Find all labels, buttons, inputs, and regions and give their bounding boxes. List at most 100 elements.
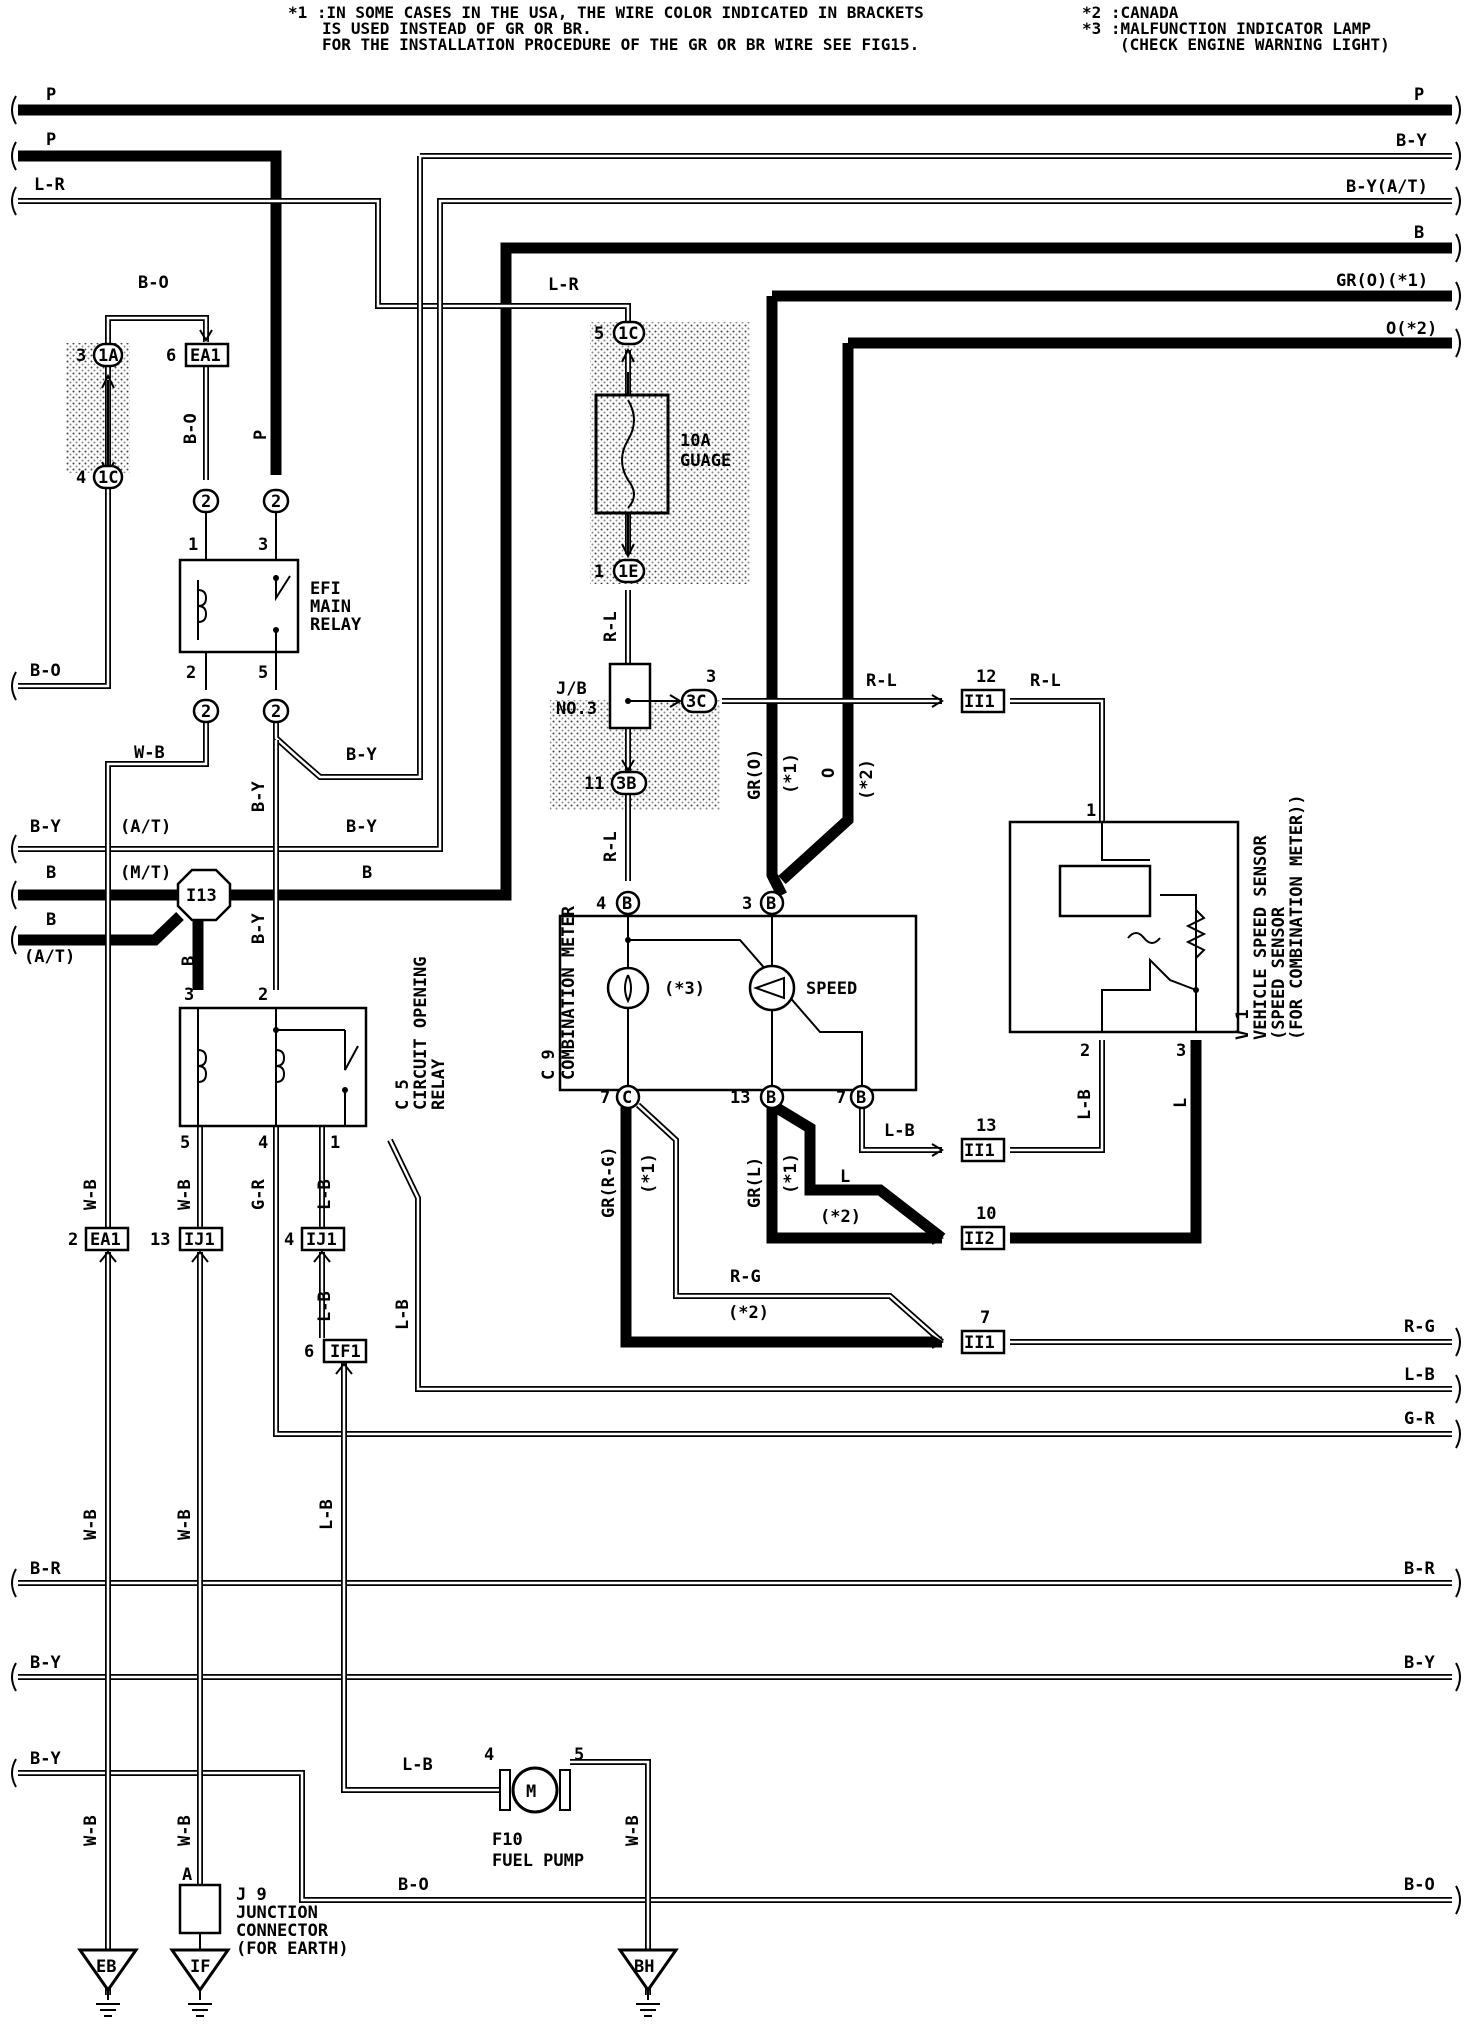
svg-text:1A: 1A <box>98 346 118 366</box>
svg-text:B-O: B-O <box>398 1875 429 1895</box>
svg-text:13: 13 <box>730 1088 750 1108</box>
svg-text:II1: II1 <box>964 1141 995 1161</box>
svg-text:2: 2 <box>186 663 196 683</box>
j9-label-4: (FOR EARTH) <box>236 1939 349 1959</box>
j9-label-1: J 9 <box>236 1885 267 1905</box>
svg-text:IF1: IF1 <box>330 1342 361 1362</box>
svg-text:L-B: L-B <box>315 1291 335 1322</box>
svg-text:BH: BH <box>634 1957 654 1977</box>
svg-text:4: 4 <box>484 1745 494 1765</box>
svg-text:L-B: L-B <box>1075 1089 1095 1120</box>
svg-text:IJ1: IJ1 <box>306 1230 337 1250</box>
wire-labels: P P P B-Y L-R B-Y(A/T) B L-R GR(O)(*1) O… <box>24 85 1437 1895</box>
note-1-line-2: IS USED INSTEAD OF GR OR BR. <box>322 19 592 38</box>
wire-l-star2 <box>769 1100 946 1243</box>
vss-label-1: V 1 <box>1233 1009 1253 1040</box>
svg-text:B-Y: B-Y <box>30 1749 61 1769</box>
svg-text:B-Y: B-Y <box>30 1653 61 1673</box>
svg-text:(*2): (*2) <box>820 1207 861 1227</box>
svg-text:10: 10 <box>976 1204 996 1224</box>
svg-text:W-B: W-B <box>134 743 165 763</box>
svg-text:B: B <box>622 894 632 914</box>
svg-text:G-R: G-R <box>249 1179 269 1210</box>
fuse-label-2: GUAGE <box>680 451 731 471</box>
svg-text:II2: II2 <box>964 1229 995 1249</box>
ground-eb: EB <box>77 1948 139 2017</box>
svg-text:B: B <box>766 1088 776 1108</box>
fuse-label-1: 10A <box>680 431 711 451</box>
speed-label: SPEED <box>806 979 857 999</box>
svg-text:13: 13 <box>976 1116 996 1136</box>
svg-text:B-O: B-O <box>1404 1875 1435 1895</box>
svg-text:3C: 3C <box>686 692 706 712</box>
svg-text:7: 7 <box>836 1088 846 1108</box>
j9-label-2: JUNCTION <box>236 1903 318 1923</box>
note-1-line-3: FOR THE INSTALLATION PROCEDURE OF THE GR… <box>322 35 919 54</box>
svg-text:4: 4 <box>596 894 606 914</box>
j9-label-3: CONNECTOR <box>236 1921 329 1941</box>
svg-text:B-Y: B-Y <box>249 913 269 944</box>
cor-label-3: RELAY <box>429 1058 449 1110</box>
svg-text:B-R: B-R <box>30 1559 61 1579</box>
svg-text:GR(O): GR(O) <box>745 749 765 800</box>
svg-text:L-B: L-B <box>393 1299 413 1330</box>
svg-text:B: B <box>1414 223 1424 243</box>
svg-text:L-B: L-B <box>884 1121 915 1141</box>
combination-meter: (*3) SPEED C 9 COMBINATION METER <box>539 905 918 1092</box>
svg-text:(*1): (*1) <box>639 1153 659 1194</box>
svg-text:(*2): (*2) <box>857 759 877 800</box>
svg-text:1C: 1C <box>618 324 638 344</box>
svg-text:B: B <box>766 894 776 914</box>
svg-text:5: 5 <box>594 324 604 344</box>
connectors: 1A 3 1C 4 EA1 6 2 2 1 3 2 5 2 2 1C 5 1E … <box>68 320 1186 1885</box>
wire-b-at <box>18 912 184 946</box>
svg-text:L-B: L-B <box>1404 1365 1435 1385</box>
svg-text:L-R: L-R <box>548 275 579 295</box>
svg-text:B-Y: B-Y <box>1404 1653 1435 1673</box>
svg-text:O: O <box>819 768 839 778</box>
efi-label-1: EFI <box>310 579 341 599</box>
svg-text:L-B: L-B <box>402 1755 433 1775</box>
arrows <box>99 329 944 1375</box>
svg-text:2: 2 <box>258 985 268 1005</box>
svg-text:(*2): (*2) <box>728 1303 769 1323</box>
motor-label: M <box>526 1782 536 1802</box>
svg-text:L-B: L-B <box>315 1179 335 1210</box>
svg-text:EA1: EA1 <box>190 346 221 366</box>
wire-gr-rg <box>620 1105 942 1348</box>
svg-text:II1: II1 <box>964 1333 995 1353</box>
svg-text:6: 6 <box>304 1342 314 1362</box>
svg-text:(*1): (*1) <box>781 1153 801 1194</box>
svg-text:P: P <box>1414 85 1424 105</box>
svg-text:L: L <box>1171 1098 1191 1108</box>
vss-label-2: VEHICLE SPEED SENSOR <box>1251 835 1271 1040</box>
svg-text:1C: 1C <box>98 468 118 488</box>
svg-text:3: 3 <box>742 894 752 914</box>
wire-b-upper <box>230 242 1452 901</box>
svg-text:2: 2 <box>68 1230 78 1250</box>
header-notes: *1 :IN SOME CASES IN THE USA, THE WIRE C… <box>288 3 1390 54</box>
wire-o-down <box>778 343 854 885</box>
wire-p-second <box>18 150 282 475</box>
cor-label-2: CIRCUIT OPENING <box>411 956 431 1110</box>
svg-text:W-B: W-B <box>175 1815 195 1846</box>
svg-text:R-L: R-L <box>1030 671 1061 691</box>
svg-text:7: 7 <box>600 1088 610 1108</box>
svg-text:W-B: W-B <box>175 1179 195 1210</box>
svg-text:B: B <box>179 956 199 966</box>
jb-label-1: J/B <box>556 679 587 699</box>
svg-text:2: 2 <box>271 492 281 512</box>
note-1-line-1: *1 :IN SOME CASES IN THE USA, THE WIRE C… <box>288 3 924 22</box>
svg-text:W-B: W-B <box>175 1509 195 1540</box>
svg-text:3: 3 <box>258 535 268 555</box>
svg-text:R-G: R-G <box>730 1267 761 1287</box>
svg-text:B-R: B-R <box>1404 1559 1435 1579</box>
jb-label-2: NO.3 <box>556 699 597 719</box>
svg-text:C: C <box>622 1088 632 1108</box>
vss-label-4: (FOR COMBINATION METER)) <box>1287 794 1307 1040</box>
svg-text:11: 11 <box>584 774 604 794</box>
svg-text:3B: 3B <box>616 774 636 794</box>
svg-text:W-B: W-B <box>623 1815 643 1846</box>
cor-label-1: C 5 <box>393 1079 413 1110</box>
